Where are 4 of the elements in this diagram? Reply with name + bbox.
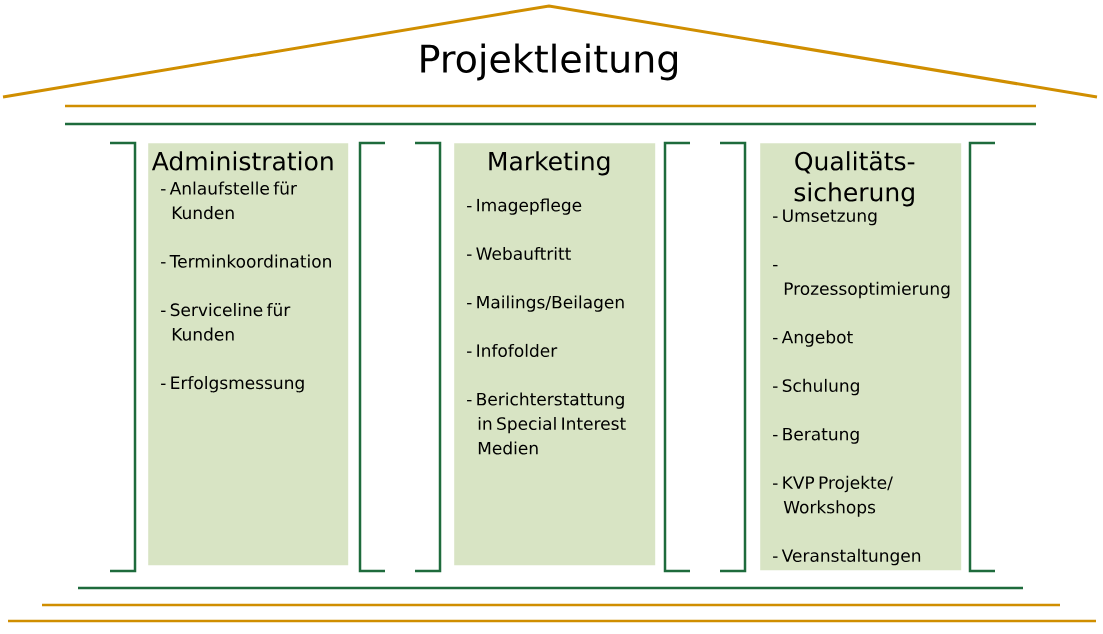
column-box: Administration - Anlaufstelle für Kunden - Terminkoordination - Serviceline für Kunden - Erfolgsmessung	[148, 143, 349, 566]
roof: Projektleitung	[2, 4, 1098, 99]
column-box: Marketing - Imagepflege - Webauftritt - Mailings/Beilagen - Infofolder - Berichterstattung in Special Interest Medien	[454, 143, 656, 566]
column-box: Qualitäts- sicherung - Umsetzung - Prozessoptimierung - Angebot - Schulung - Beratung - KVP Projekte/ Workshops - Veranstaltungen	[760, 143, 962, 571]
